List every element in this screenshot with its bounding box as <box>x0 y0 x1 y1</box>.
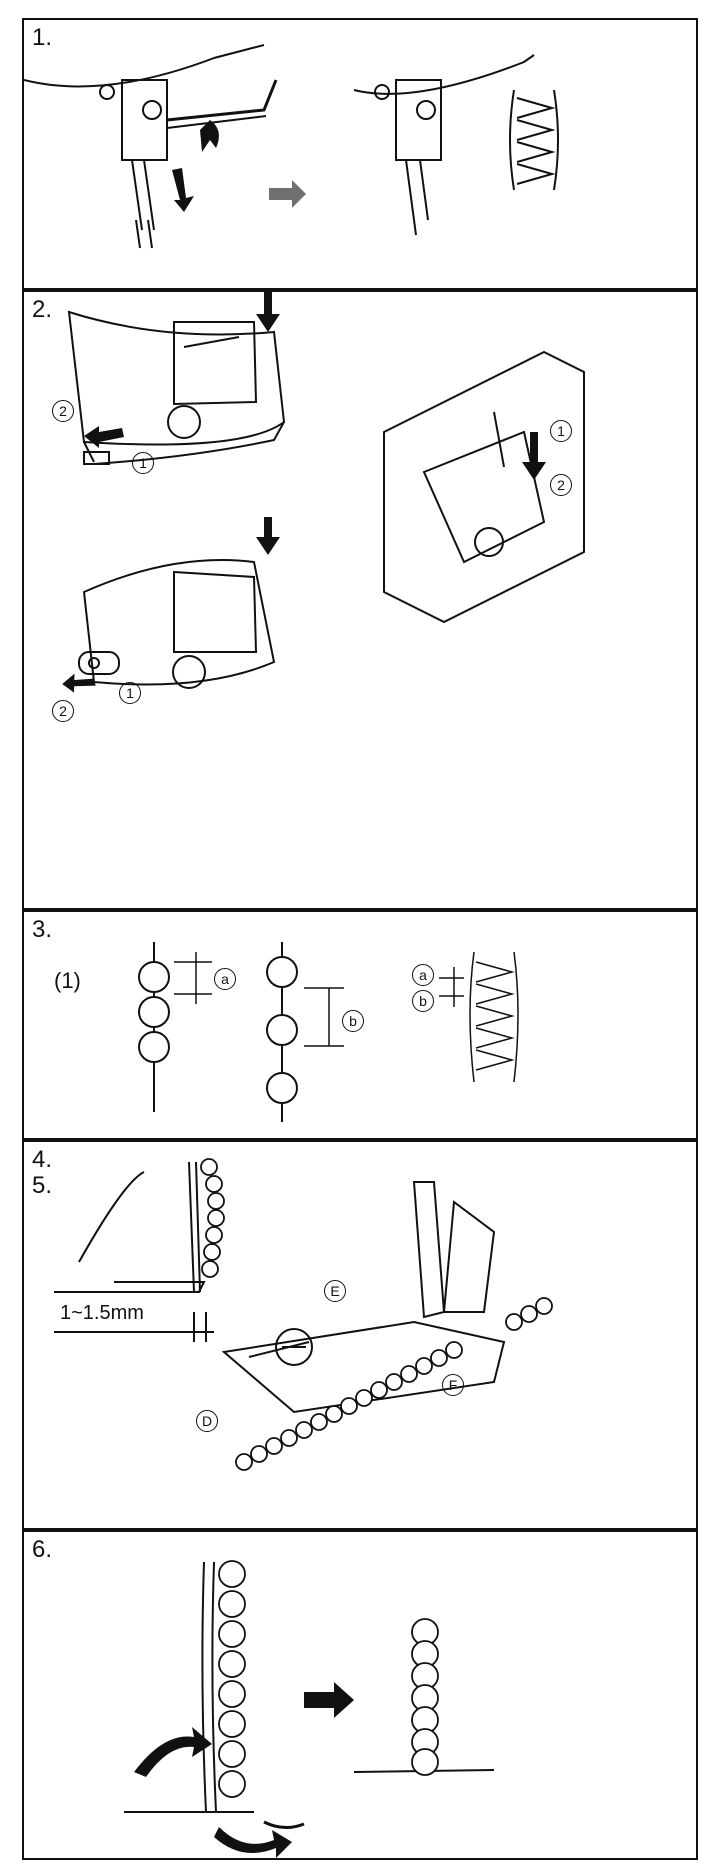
machine-edge-right <box>353 54 535 95</box>
bead <box>266 956 298 988</box>
step-1-illustration <box>24 44 559 249</box>
cutaway-arrow-icon <box>522 432 546 480</box>
step-number: 5. <box>32 1172 53 1199</box>
edge-distance-label: 1~1.5mm <box>60 1302 144 1324</box>
fold-curved-arrow-icon <box>214 1827 292 1858</box>
callout-1: 1 <box>550 420 572 442</box>
switch-lever-top <box>83 451 110 465</box>
bead <box>138 996 170 1028</box>
dimension-a-callout: a <box>214 968 236 990</box>
step-3-panel: 3. (1) <box>22 910 698 1140</box>
stitch-dial-top <box>167 405 201 439</box>
fabric-curve <box>78 1171 145 1263</box>
machine-edge-left <box>24 44 265 88</box>
down-arrow-icon <box>172 168 194 212</box>
callout-2: 2 <box>52 400 74 422</box>
bead <box>138 961 170 993</box>
clamp-screw-icon <box>142 100 162 120</box>
slide-down-left-arrow-icon <box>62 673 96 693</box>
rotate-arrow-icon <box>200 120 219 152</box>
dimension-b-callout: b <box>342 1010 364 1032</box>
needle-bar <box>412 1181 446 1319</box>
result-right-arrow-icon <box>304 1682 354 1718</box>
part-d-callout: D <box>196 1410 218 1432</box>
stitch-right-edge <box>553 89 559 191</box>
step-4-5-panel: 4. 5. 1~1.5mm <box>22 1140 698 1530</box>
stitch-left-edge <box>509 89 515 191</box>
callout-2: 2 <box>52 700 74 722</box>
needle-clamp-right <box>395 79 442 161</box>
allen-key-icon <box>166 79 278 122</box>
gray-right-arrow-icon <box>269 180 306 208</box>
cutaway-housing <box>383 350 585 624</box>
stitch-zigzag <box>516 97 556 185</box>
step-1-panel: 1. <box>22 18 698 290</box>
cutaway-screw-icon <box>474 527 504 557</box>
step-2-panel: 2. <box>22 290 698 910</box>
step-number: 3. <box>32 916 53 943</box>
press-arrow-bottom-icon <box>256 517 280 555</box>
step-6-illustration <box>124 1560 495 1858</box>
machine-body-top <box>67 310 286 446</box>
step-6-panel: 6. <box>22 1530 698 1860</box>
switch-lever-bottom <box>78 651 120 675</box>
dimension-b-callout: b <box>412 990 434 1012</box>
machine-body-bottom <box>82 559 276 686</box>
sub-step-label: (1) <box>54 968 81 993</box>
step-number: 6. <box>32 1536 53 1563</box>
step-4-5-illustration <box>54 1158 553 1471</box>
guide-screw-icon <box>275 1328 313 1366</box>
part-f-callout: F <box>442 1374 464 1396</box>
bead <box>266 1072 298 1104</box>
callout-1: 1 <box>119 682 141 704</box>
bead <box>266 1014 298 1046</box>
step-2-illustration <box>62 292 585 693</box>
needle-clamp-left <box>121 79 168 161</box>
step-number: 2. <box>32 296 53 323</box>
fold-curved-arrow-icon <box>134 1727 212 1777</box>
part-e-callout: E <box>324 1280 346 1302</box>
dimension-a-callout: a <box>412 964 434 986</box>
step-number: 1. <box>32 24 53 51</box>
step-number: 4. <box>32 1146 53 1173</box>
press-arrow-top-icon <box>256 292 280 332</box>
bead <box>138 1031 170 1063</box>
callout-1: 1 <box>132 452 154 474</box>
step-3-illustration <box>138 942 519 1122</box>
stitch-dial-bottom <box>172 655 206 689</box>
callout-2: 2 <box>550 474 572 496</box>
presser-foot <box>221 1320 506 1414</box>
slide-left-arrow-icon <box>84 426 124 448</box>
